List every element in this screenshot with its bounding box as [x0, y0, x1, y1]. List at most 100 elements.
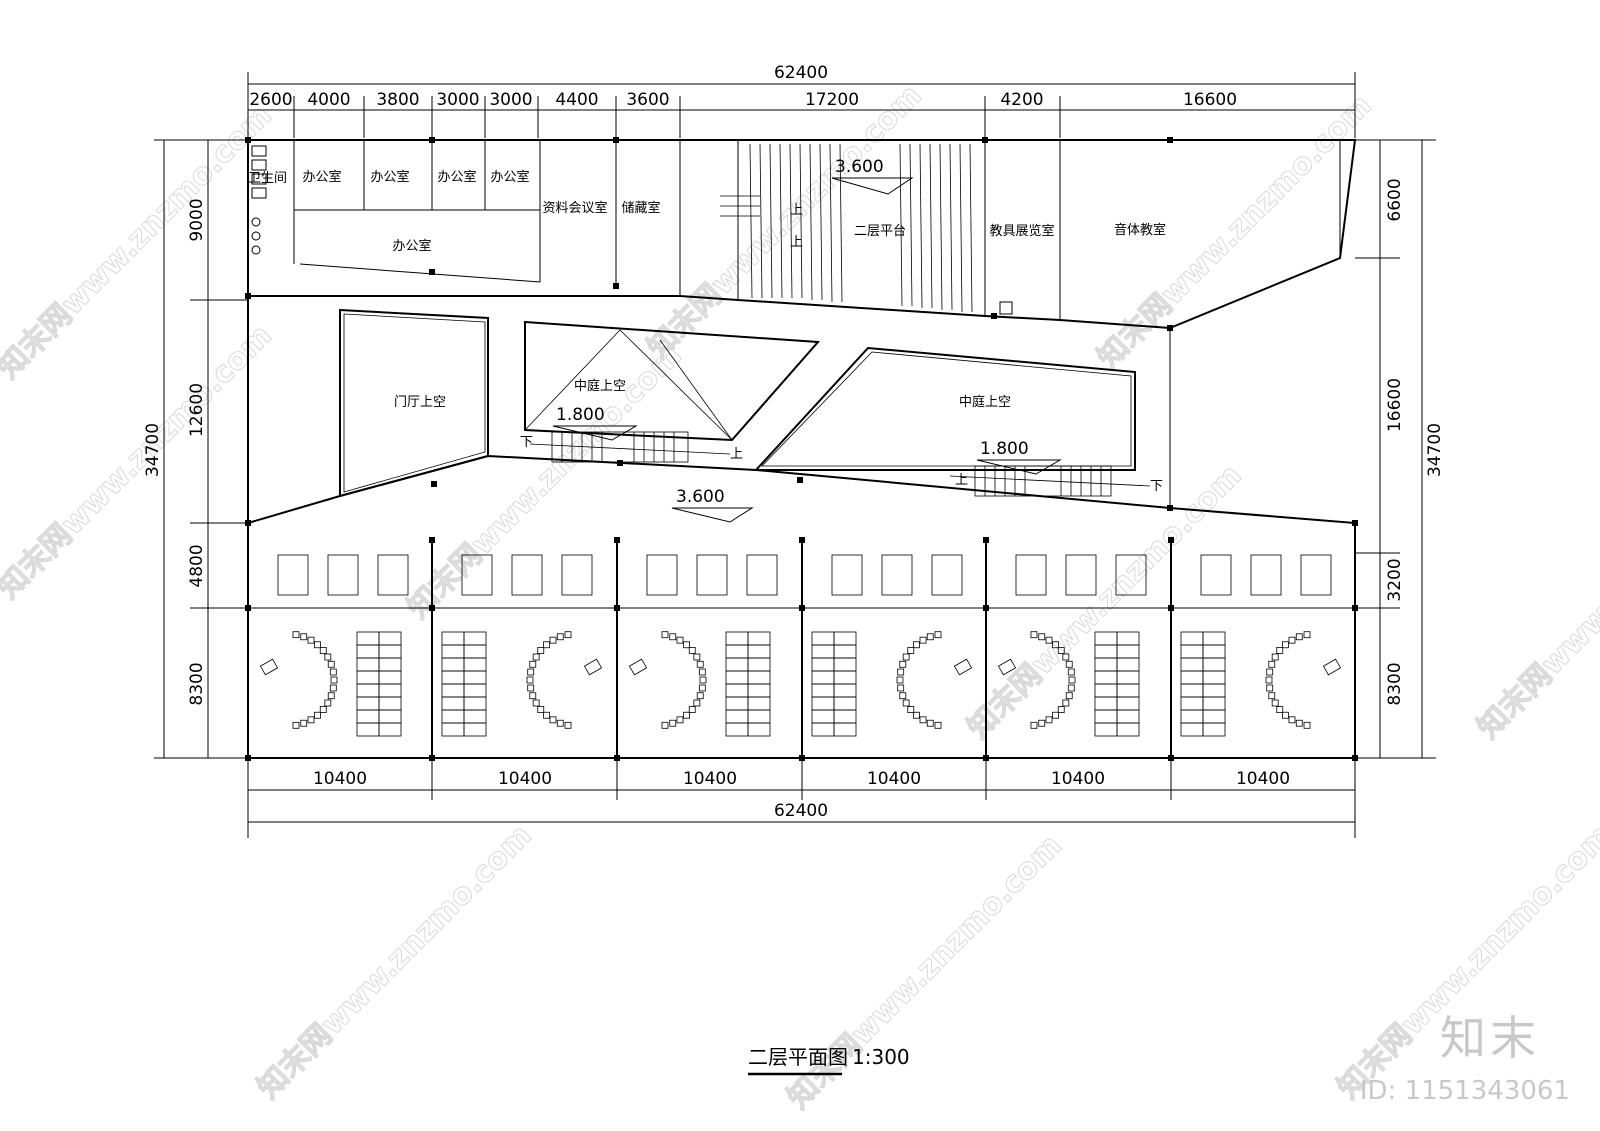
chair [1062, 653, 1070, 661]
chair [319, 706, 327, 713]
chair [543, 641, 550, 649]
dim-top-total: 62400 [774, 63, 828, 83]
desk [1202, 709, 1226, 724]
dim-right-seg: 16600 [1385, 378, 1405, 432]
chair [1282, 711, 1289, 719]
desk [463, 644, 487, 659]
chair [934, 721, 942, 729]
fixture-cubicle [461, 554, 493, 596]
chair [676, 636, 684, 644]
desk [747, 722, 771, 737]
central-voids [339, 308, 1151, 498]
chair [1065, 692, 1073, 700]
chair [532, 653, 540, 661]
chair [1268, 692, 1276, 700]
fixture-cubicle [561, 554, 593, 596]
column-marker [982, 137, 988, 143]
column-marker [613, 283, 619, 289]
teacher-desk [628, 658, 648, 676]
column-marker [429, 605, 435, 611]
desk [441, 696, 465, 711]
desk [1094, 631, 1118, 646]
chair [330, 676, 338, 684]
stair-up-mark: 上 [730, 447, 743, 462]
chair [537, 706, 545, 713]
chair [300, 633, 308, 641]
desk [811, 696, 835, 711]
desk [725, 696, 749, 711]
column-marker [983, 755, 989, 761]
chair [897, 684, 905, 692]
chair [693, 653, 701, 661]
chair [899, 692, 907, 700]
desk [811, 631, 835, 646]
desk [811, 683, 835, 698]
dim-top-seg: 4200 [1000, 90, 1043, 110]
dim-top-seg: 16600 [1183, 90, 1237, 110]
room-label-office: 办公室 [490, 169, 529, 185]
chair [549, 716, 557, 724]
desk [747, 644, 771, 659]
column-marker [1167, 505, 1173, 511]
fixture-cubicle [1200, 554, 1232, 596]
chair [537, 647, 545, 654]
chair [526, 676, 534, 684]
chair [307, 636, 315, 644]
dim-top-seg: 3600 [626, 90, 669, 110]
desk [1180, 696, 1204, 711]
teacher-desk [997, 658, 1017, 676]
chair [899, 660, 907, 668]
left-dimension-chain [154, 139, 248, 759]
chair [902, 699, 910, 707]
chair [913, 711, 920, 719]
stair-1-treads [529, 431, 731, 463]
desk [463, 722, 487, 737]
desk [1116, 670, 1140, 685]
column-marker [431, 481, 437, 487]
desk [1202, 631, 1226, 646]
room-label-music-pe: 音体教室 [1114, 222, 1166, 238]
chair [1295, 633, 1303, 641]
dim-bottom-seg: 10400 [498, 769, 552, 789]
chair [543, 711, 550, 719]
desk [833, 670, 857, 685]
teacher-desk [1322, 658, 1342, 676]
desk [725, 657, 749, 672]
desk [378, 696, 402, 711]
watermark-id: ID: 1151343061 [1359, 1076, 1570, 1106]
desk [1180, 657, 1204, 672]
chair [1067, 684, 1075, 692]
desk [463, 631, 487, 646]
level-marks: 3.600 3.600 1.800 1.800 [552, 157, 1062, 523]
stair-direction-marks: 上 上 下 上 上 下 [520, 203, 1163, 494]
chair [693, 699, 701, 707]
chair [532, 699, 540, 707]
desk [1202, 670, 1226, 685]
desk [378, 631, 402, 646]
column-marker [983, 537, 989, 543]
fixture-cubicle [511, 554, 543, 596]
chair [1045, 636, 1053, 644]
chair [529, 660, 537, 668]
dim-right-total: 34700 [1425, 423, 1445, 477]
chair [527, 684, 535, 692]
chair [699, 676, 707, 684]
desk [441, 683, 465, 698]
dim-top-seg: 3800 [376, 90, 419, 110]
room-label-atrium-void: 中庭上空 [574, 378, 626, 394]
desk [1180, 631, 1204, 646]
fixture-cubicle [746, 554, 778, 596]
desk [1116, 644, 1140, 659]
column-marker [429, 137, 435, 143]
desk [378, 670, 402, 685]
watermark-text: 知末网www.znzmo.com [781, 828, 1069, 1116]
room-label-office: 办公室 [437, 169, 476, 185]
desk [356, 657, 380, 672]
desk [1202, 696, 1226, 711]
desk [725, 644, 749, 659]
chair [683, 641, 690, 649]
dim-top-seg: 2600 [249, 90, 292, 110]
room-label-platform: 二层平台 [854, 224, 906, 239]
dim-left-seg: 12600 [187, 383, 207, 437]
watermark-text: 知末网www.znzmo.com [0, 318, 279, 606]
